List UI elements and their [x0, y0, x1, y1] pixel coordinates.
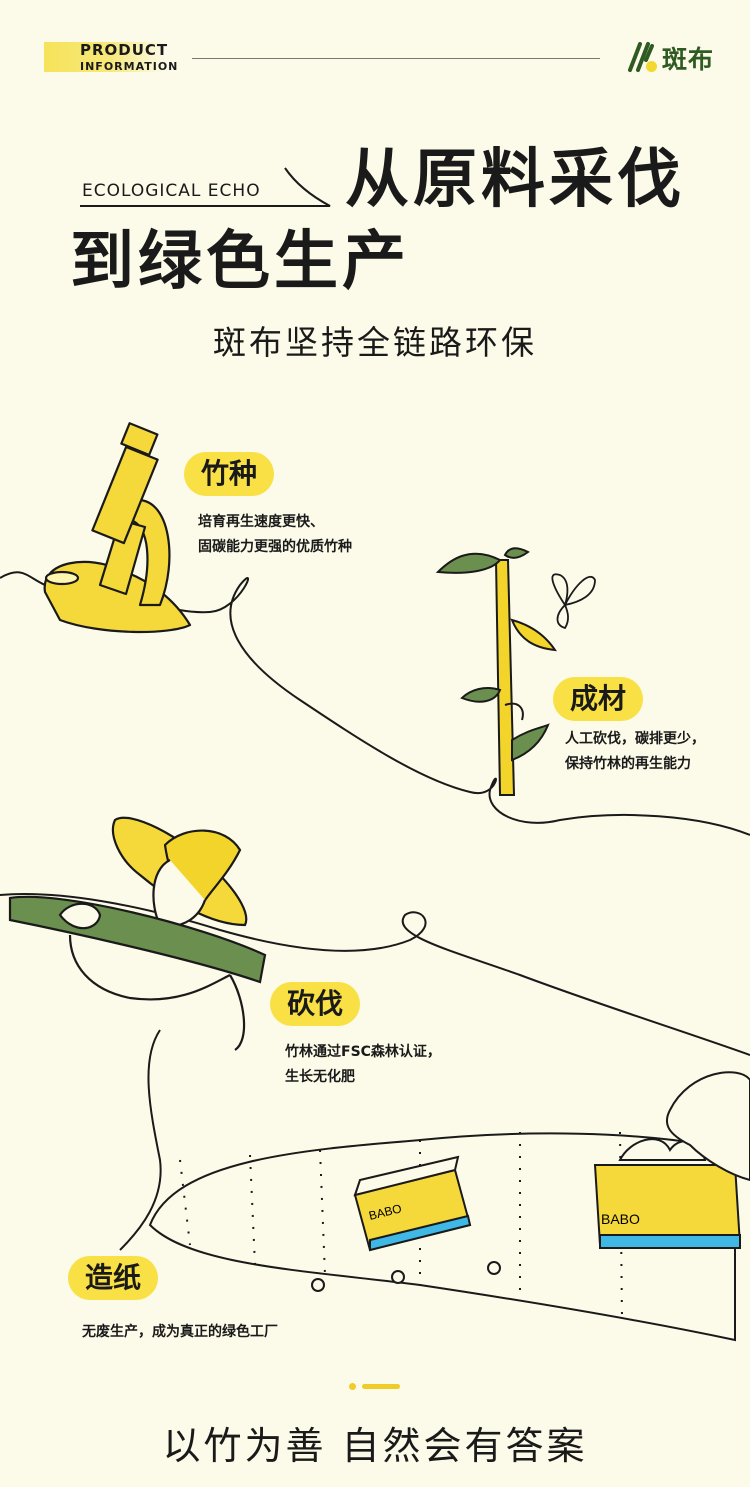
title-line-2: 到绿色生产 — [70, 225, 410, 299]
desc-line: 人工砍伐，碳排更少， — [565, 731, 705, 747]
step-mature-desc: 人工砍伐，碳排更少， 保持竹林的再生能力 — [565, 727, 705, 777]
desc-line: 无废生产，成为真正的绿色工厂 — [82, 1324, 278, 1340]
eco-underline — [80, 167, 331, 207]
hand-illustration — [665, 1071, 750, 1182]
desc-line: 培育再生速度更快、 — [198, 514, 324, 530]
header-divider — [192, 58, 600, 59]
tissue-box-illustration — [593, 1138, 742, 1249]
footer-dash — [362, 1384, 400, 1389]
bamboo-sprout-illustration — [435, 547, 558, 796]
step-harvest-title: 砍伐 — [270, 982, 360, 1026]
footer-slogan: 以竹为善 自然会有答案 — [162, 1424, 588, 1468]
brand-dot-icon — [646, 61, 657, 72]
eco-label: ECOLOGICAL ECHO — [82, 181, 261, 201]
desc-line: 保持竹林的再生能力 — [565, 756, 691, 772]
butterfly-illustration — [551, 573, 596, 630]
farmer-illustration — [8, 816, 267, 1051]
step-papermaking-desc: 无废生产，成为真正的绿色工厂 — [82, 1320, 278, 1345]
badge-line-product: PRODUCT — [80, 41, 169, 59]
footer-dot — [349, 1383, 356, 1390]
step-harvest-desc: 竹林通过FSC森林认证， 生长无化肥 — [285, 1040, 441, 1090]
product-info-badge — [44, 42, 164, 72]
step-mature-title: 成材 — [553, 677, 643, 721]
desc-line: 固碳能力更强的优质竹种 — [198, 539, 352, 555]
title-line-1: 从原料采伐 — [345, 143, 685, 217]
step-papermaking-title: 造纸 — [68, 1256, 158, 1300]
winding-thread-3 — [119, 1029, 162, 1251]
small-tissue-box — [353, 1155, 472, 1252]
subtitle: 斑布坚持全链路环保 — [213, 323, 537, 362]
desc-line: 竹林通过FSC森林认证， — [285, 1044, 441, 1060]
large-box-label: BABO — [601, 1211, 640, 1227]
microscope-illustration — [43, 422, 192, 634]
brand-logo-text: 斑布 — [662, 45, 715, 74]
badge-line-information: INFORMATION — [80, 60, 179, 73]
step-bamboo-seed-desc: 培育再生速度更快、 固碳能力更强的优质竹种 — [198, 510, 352, 560]
step-bamboo-seed-title: 竹种 — [184, 452, 274, 496]
desc-line: 生长无化肥 — [285, 1069, 355, 1085]
brand-logo-icon — [628, 42, 654, 72]
